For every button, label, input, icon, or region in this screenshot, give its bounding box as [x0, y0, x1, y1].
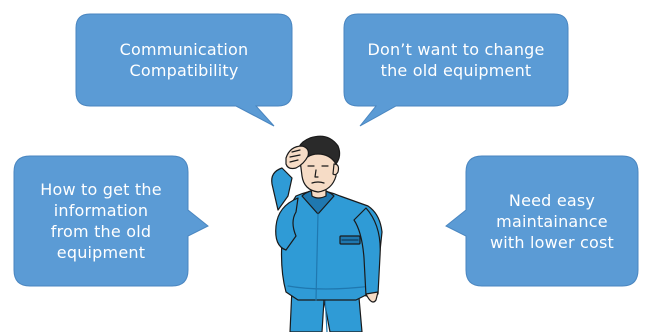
bubble-text-communication-compatibility: Communication Compatibility — [119, 40, 249, 80]
bubble-text-get-information: How to get the information from the old … — [40, 180, 162, 262]
speech-bubble-mid-left — [13, 155, 209, 287]
worker-right-hand — [365, 291, 379, 303]
speech-bubble-mid-right — [445, 155, 639, 287]
confused-worker-illustration — [271, 135, 383, 332]
speech-bubble-top-left — [75, 13, 293, 127]
worker-right-arm — [353, 207, 381, 297]
speech-bubble-top-right — [343, 13, 569, 127]
bubble-text-easy-maintenance: Need easy maintainance with lower cost — [489, 190, 615, 252]
bubble-text-keep-old-equipment: Don’t want to change the old equipment — [367, 40, 545, 80]
worker-left-arm — [275, 197, 299, 251]
worker-hair — [296, 135, 341, 167]
